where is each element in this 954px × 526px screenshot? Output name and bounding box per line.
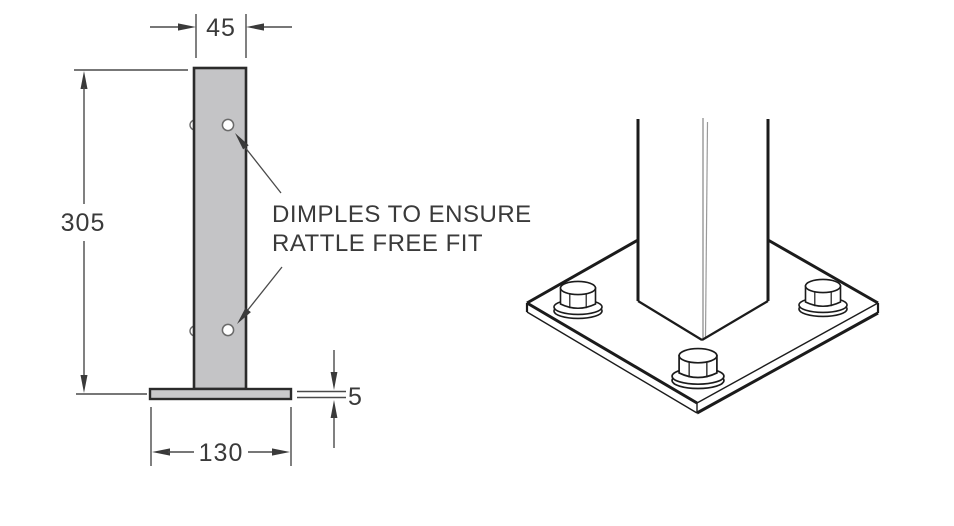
arrowhead-left-icon <box>246 23 264 31</box>
bolt-right <box>798 278 848 318</box>
post-front-corner-line <box>704 121 709 338</box>
plate-back-left-edge <box>526 238 639 305</box>
plate-back-right-edge <box>767 238 879 305</box>
dimension-post-width: 45 <box>150 14 292 58</box>
arrowhead-up-icon <box>330 400 338 418</box>
dimension-label-post-width: 45 <box>206 14 236 42</box>
leader-line-top <box>243 145 282 194</box>
iso-post <box>636 118 770 341</box>
bolt-front <box>671 347 725 390</box>
dimension-post-height: 305 <box>61 69 188 395</box>
plate-front-left-bottom-edge <box>526 311 698 414</box>
annotation-line1: DIMPLES TO ENSURE <box>272 201 532 228</box>
plate-front-left-top-edge <box>526 301 698 405</box>
isometric-view <box>525 118 880 415</box>
post-bottom-left-edge <box>637 300 703 341</box>
dimension-label-base-thickness: 5 <box>348 383 363 411</box>
iso-base-plate <box>525 238 880 415</box>
arrowhead-down-icon <box>330 372 338 390</box>
arrowhead-right-icon <box>272 448 290 456</box>
plate-front-right-bottom-edge <box>696 311 879 415</box>
post-bottom-right-edge <box>701 300 769 341</box>
leader-arrowhead-icon <box>237 307 251 324</box>
dimension-base-width: 130 <box>150 407 292 467</box>
plate-front-right-top-edge <box>696 302 879 404</box>
dimple-bottom <box>221 323 235 337</box>
post-side-view <box>192 66 248 391</box>
leader-line-bottom <box>246 266 283 312</box>
dimension-label-base-width: 130 <box>199 439 244 467</box>
annotation-line2: RATTLE FREE FIT <box>272 230 483 257</box>
side-view: 45 305 130 <box>61 14 532 467</box>
base-plate-side-view <box>148 387 293 401</box>
dimple-top <box>221 118 235 132</box>
dimension-label-post-height: 305 <box>61 209 106 237</box>
dimension-base-thickness: 5 <box>297 350 363 448</box>
arrowhead-right-icon <box>178 23 196 31</box>
dimple-annotation: DIMPLES TO ENSURE RATTLE FREE FIT <box>272 201 532 257</box>
leader-arrowhead-icon <box>235 133 249 150</box>
bolt-left <box>553 280 603 320</box>
arrowhead-left-icon <box>152 448 170 456</box>
arrowhead-down-icon <box>80 375 88 393</box>
arrowhead-up-icon <box>80 71 88 89</box>
dimple-leaders <box>235 133 283 324</box>
